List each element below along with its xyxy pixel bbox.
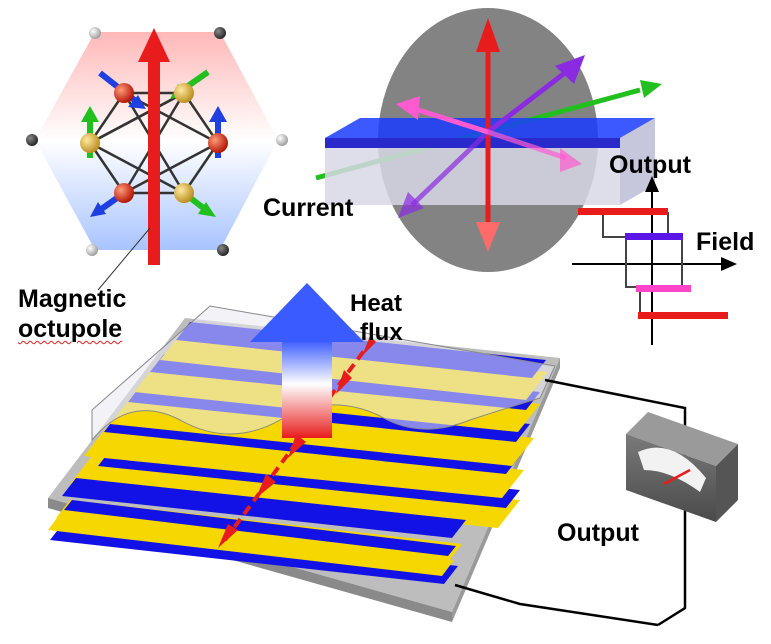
spin-ellipsoid: [315, 8, 662, 272]
label-field-axis: Field: [696, 228, 755, 256]
slab-side: [325, 148, 620, 205]
label-current: Current: [263, 194, 354, 222]
corner-atom: [217, 244, 229, 256]
corner-atom: [214, 27, 226, 39]
atom: [208, 133, 228, 153]
level-pink: [636, 285, 691, 292]
atom: [114, 183, 134, 203]
label-flux: flux: [360, 319, 403, 346]
corner-atom: [276, 134, 288, 146]
atom: [174, 83, 194, 103]
level-red-bottom: [638, 312, 728, 319]
device: [48, 283, 738, 627]
level-violet: [625, 233, 683, 240]
level-red-top: [578, 208, 668, 215]
label-octupole: octupole: [18, 315, 123, 343]
octupole-arrow: [138, 28, 170, 265]
label-output-meter: Output: [557, 519, 639, 547]
corner-atom: [26, 134, 38, 146]
label-heat: Heat: [350, 290, 403, 317]
octupole-crystal: [26, 27, 288, 291]
label-leader: [97, 227, 151, 291]
corner-atom: [89, 27, 101, 39]
voltmeter-icon: [626, 412, 738, 522]
atom: [174, 183, 194, 203]
atom: [114, 83, 134, 103]
wire-bottom: [454, 583, 659, 627]
corner-atom: [86, 244, 98, 256]
hysteresis-loop: [572, 176, 737, 345]
label-magnetic: Magnetic: [18, 285, 127, 313]
label-output-axis: Output: [609, 151, 691, 179]
atom: [80, 133, 100, 153]
heat-flux-arrow: [250, 283, 364, 438]
spin-chain: [218, 336, 376, 548]
